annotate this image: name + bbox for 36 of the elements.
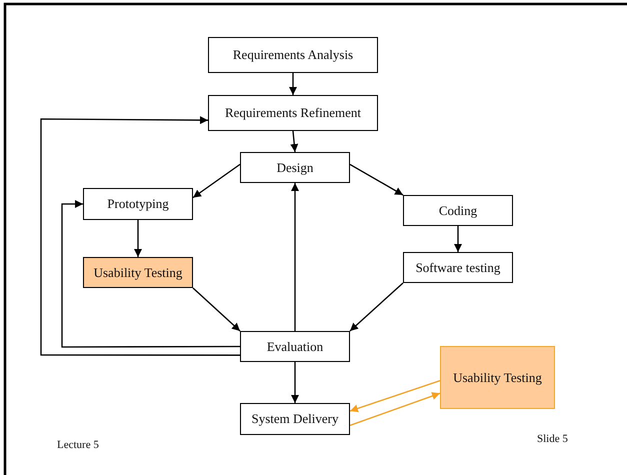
box-label: Software testing [414, 260, 502, 276]
box-label: Prototyping [106, 196, 170, 212]
box-label: Coding [438, 202, 478, 218]
process-box [208, 95, 378, 131]
process-box [440, 346, 555, 409]
arrow [350, 282, 404, 332]
arrow [134, 220, 142, 257]
process-box [403, 252, 513, 283]
arrow [40, 116, 240, 356]
arrow [192, 288, 240, 332]
process-box [208, 37, 378, 73]
box-label: Requirements Analysis [232, 47, 354, 63]
box-label: Usability Testing [92, 264, 184, 280]
footer-text: Lecture 5 [57, 439, 99, 451]
arrow [290, 130, 298, 152]
process-box [83, 257, 193, 288]
arrow [291, 183, 299, 331]
box-label: Usability Testing [452, 370, 543, 386]
arrow [350, 380, 440, 412]
process-box [240, 331, 350, 362]
process-box [240, 403, 350, 435]
arrow [350, 392, 440, 426]
arrow [350, 164, 404, 196]
arrow [61, 200, 240, 348]
arrow [289, 73, 297, 95]
process-box [83, 188, 193, 220]
box-label: System Delivery [250, 411, 340, 427]
process-box [403, 195, 513, 226]
footer-text: Slide 5 [537, 433, 568, 445]
box-label: Evaluation [266, 338, 324, 354]
arrow [454, 226, 462, 252]
process-box [240, 152, 350, 183]
box-label: Design [276, 160, 314, 176]
box-label: Requirements Refinement [224, 105, 362, 121]
arrow [291, 362, 299, 403]
arrow [192, 164, 240, 198]
